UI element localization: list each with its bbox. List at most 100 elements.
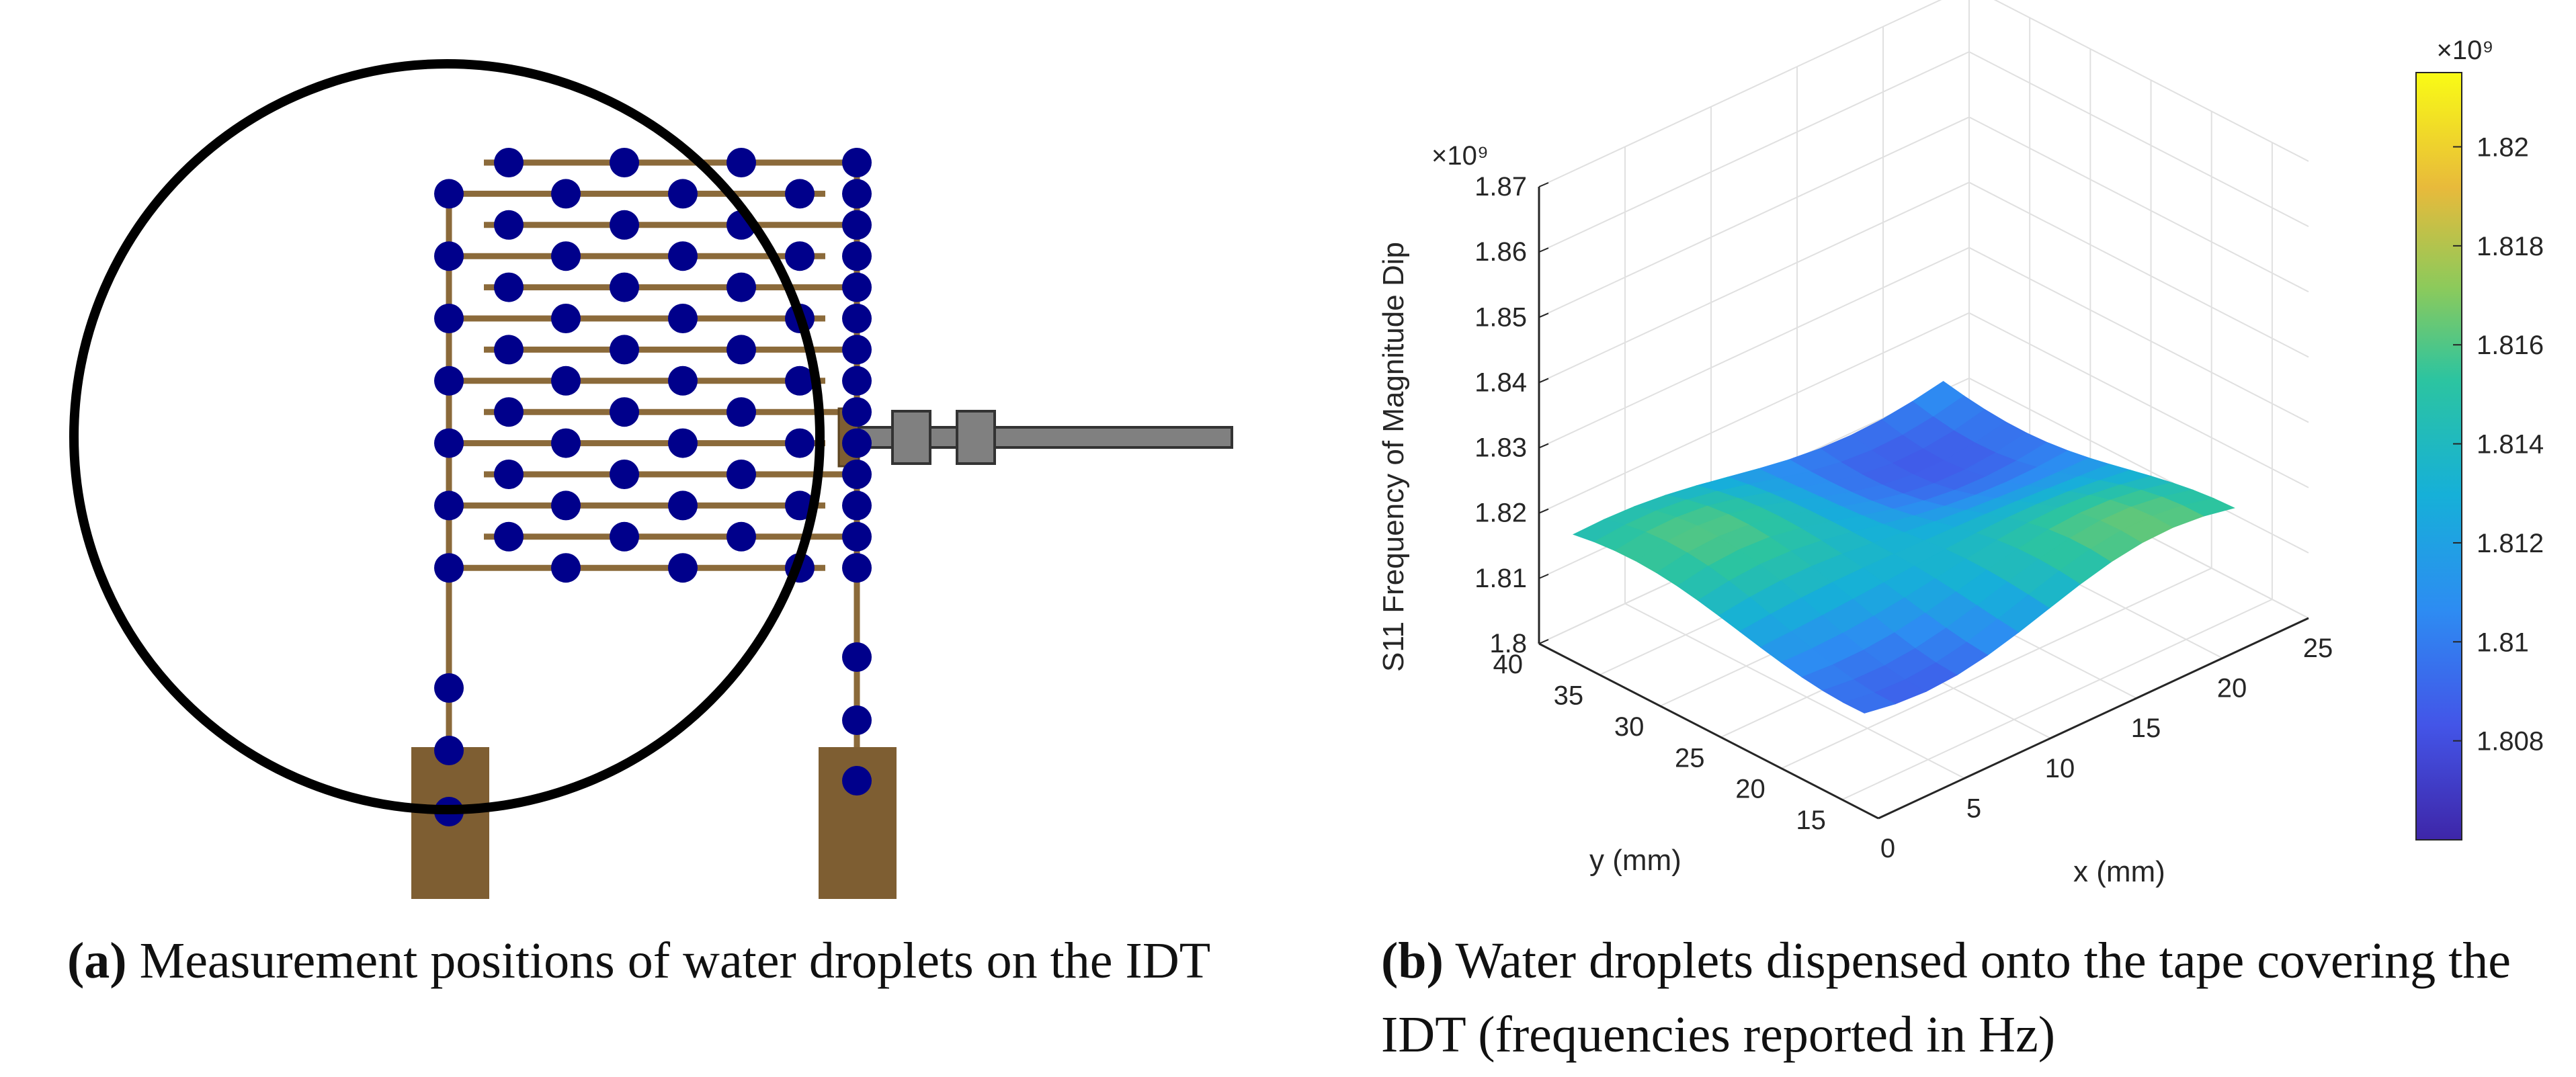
- droplet-position: [668, 428, 698, 458]
- z-tick-mark: [1538, 508, 1549, 514]
- droplet-position: [434, 428, 464, 458]
- droplet-position: [494, 397, 524, 427]
- grid-line: [1538, 0, 1942, 187]
- droplet-position: [434, 304, 464, 333]
- z-tick-label: 1.86: [1474, 237, 1527, 267]
- grid-line: [1968, 116, 2309, 293]
- droplet-position: [842, 521, 872, 552]
- droplet-position: [785, 241, 815, 271]
- colorbar-tick-label: 1.82: [2477, 133, 2529, 163]
- idt-electrodes: [446, 159, 860, 813]
- droplet-position: [494, 460, 524, 489]
- droplet-position: [785, 490, 815, 521]
- droplet-position: [842, 148, 872, 177]
- droplet-position: [842, 553, 872, 583]
- droplet-position: [842, 179, 872, 209]
- droplet-position: [842, 490, 872, 521]
- colorbar-tick-label: 1.808: [2477, 727, 2544, 757]
- colorbar-exponent: ×10⁹: [2437, 36, 2494, 65]
- z-exponent: ×10⁹: [1431, 141, 1489, 171]
- y-tick-label: 20: [1735, 775, 1765, 804]
- droplet-position: [494, 272, 524, 302]
- colorbar-tick-label: 1.812: [2477, 529, 2544, 558]
- y-axis-line: [1538, 642, 1879, 820]
- z-tick-mark: [1538, 573, 1549, 579]
- droplet-position: [434, 179, 464, 209]
- droplet-position: [610, 210, 639, 240]
- colorbar-tick-label: 1.814: [2477, 430, 2544, 460]
- droplet-position: [551, 365, 581, 396]
- connector-nut: [956, 410, 996, 465]
- droplet-position: [551, 490, 581, 521]
- surface-patch: [1842, 692, 1897, 714]
- droplet-position: [785, 428, 815, 458]
- droplet-position: [842, 642, 872, 672]
- droplet-position: [610, 272, 639, 302]
- grid-line: [1968, 181, 2309, 358]
- z-tick-label: 1.8: [1489, 629, 1527, 658]
- surface-mesh: [1572, 380, 2235, 714]
- y-tick-label: 25: [1675, 743, 1705, 773]
- axes-frame: [1538, 187, 2309, 820]
- droplet-position: [494, 335, 524, 365]
- z-tick-mark: [1538, 378, 1549, 384]
- droplet-position: [434, 553, 464, 583]
- z-tick-label: 1.83: [1474, 433, 1527, 463]
- droplet-position: [842, 304, 872, 333]
- z-tick-label: 1.87: [1474, 172, 1527, 202]
- grid-line: [1781, 567, 2212, 769]
- z-tick-label: 1.84: [1474, 368, 1527, 397]
- x-tick-label: 25: [2303, 634, 2333, 663]
- droplet-position: [842, 705, 872, 735]
- droplet-position: [842, 272, 872, 302]
- grid-line: [1538, 312, 1970, 514]
- droplet-position: [842, 460, 872, 489]
- caption-a: (a) Measurement positions of water dropl…: [67, 924, 1277, 998]
- colorbar: [2415, 72, 2462, 841]
- grid-line: [1968, 312, 2309, 488]
- connector-nut: [891, 410, 931, 465]
- caption-b-text: Water droplets dispensed onto the tape c…: [1381, 933, 2511, 1063]
- droplet-position: [434, 241, 464, 271]
- y-tick-label: 15: [1796, 806, 1826, 835]
- z-tick-label: 1.82: [1474, 499, 1527, 528]
- droplet-position: [726, 521, 756, 552]
- droplet-position: [842, 766, 872, 795]
- z-axis-label: S11 Frequency of Magnitude Dip: [1377, 242, 1410, 672]
- droplet-position: [726, 460, 756, 489]
- droplet-position: [726, 148, 756, 177]
- droplet-position: [726, 335, 756, 365]
- droplet-position: [668, 241, 698, 271]
- droplet-position: [842, 365, 872, 396]
- grid-line: [1624, 603, 1965, 779]
- droplet-position: [842, 210, 872, 240]
- caption-b: (b) Water droplets dispensed onto the ta…: [1381, 924, 2576, 1072]
- z-tick-mark: [1538, 182, 1549, 187]
- droplet-position: [668, 304, 698, 333]
- droplet-position: [668, 179, 698, 209]
- sma-connector: [837, 407, 1233, 468]
- droplet-position: [434, 673, 464, 703]
- droplet-position: [551, 553, 581, 583]
- z-tick-mark: [1538, 247, 1549, 253]
- droplet-position: [494, 521, 524, 552]
- droplet-position: [842, 335, 872, 365]
- droplet-position: [551, 179, 581, 209]
- y-tick-label: 35: [1554, 681, 1584, 710]
- grid-line: [1968, 247, 2309, 423]
- colorbar-tick-label: 1.816: [2477, 331, 2544, 360]
- droplet-position: [610, 521, 639, 552]
- x-tick-label: 10: [2045, 754, 2075, 783]
- colorbar-tick-label: 1.818: [2477, 232, 2544, 261]
- grid-line: [1538, 51, 1970, 253]
- droplet-position: [434, 365, 464, 396]
- droplet-position: [726, 397, 756, 427]
- droplet-position: [668, 490, 698, 521]
- droplet-position: [434, 736, 464, 765]
- x-tick-label: 0: [1880, 834, 1895, 863]
- surface-plot: 1.81.811.821.831.841.851.861.87 05101520…: [1377, 0, 2544, 888]
- grid-line: [1538, 181, 1970, 384]
- y-tick-label: 40: [1493, 650, 1524, 679]
- z-axis-ticks: 1.81.811.821.831.841.851.861.87: [1474, 172, 1549, 658]
